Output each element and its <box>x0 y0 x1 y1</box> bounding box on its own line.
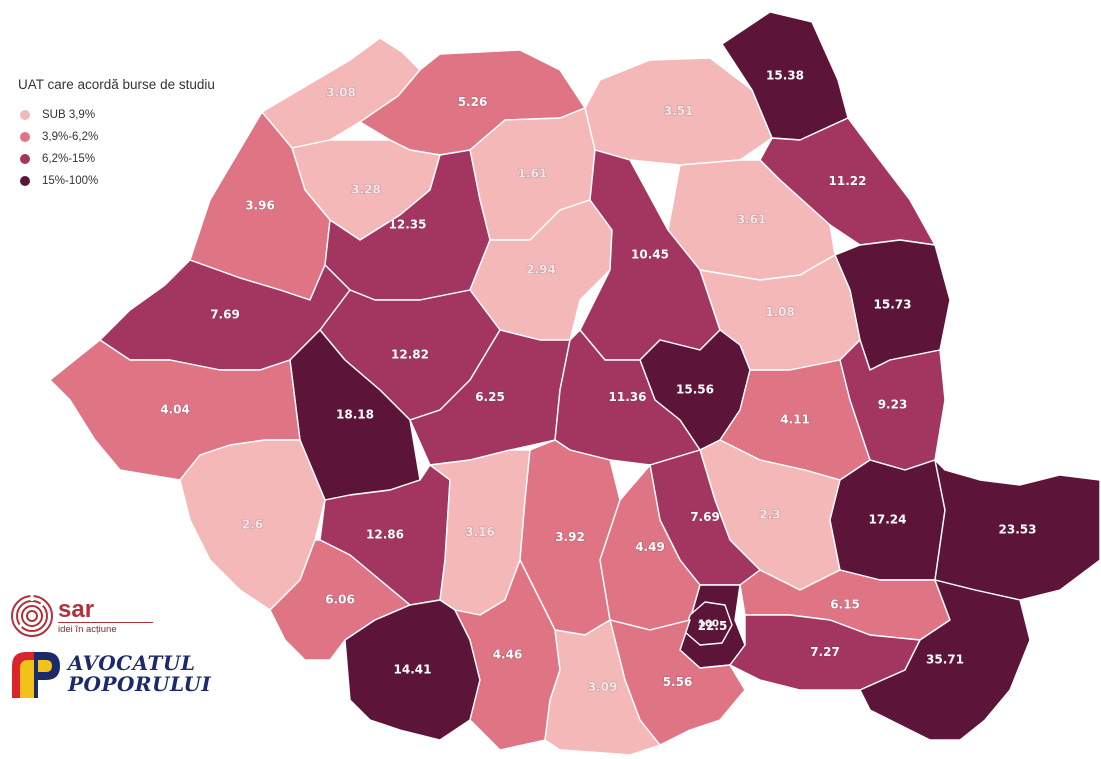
region-value-label: 18.18 <box>336 408 374 422</box>
region-value-label: 2.6 <box>242 518 263 532</box>
region-value-label: 9.23 <box>878 398 908 412</box>
legend-item-6-2-15: 6,2%-15% <box>18 148 215 170</box>
legend-swatch <box>20 110 30 120</box>
avp-logo-line1: AVOCATUL <box>68 651 196 675</box>
legend-item-15-100: 15%-100% <box>18 170 215 192</box>
region-value-label: 3.08 <box>326 86 356 100</box>
region-value-label: 35.71 <box>926 653 964 667</box>
legend-label: SUB 3,9% <box>42 109 96 121</box>
region-value-label: 17.24 <box>869 513 907 527</box>
avp-emblem-icon <box>12 652 60 698</box>
region-value-label: 4.04 <box>160 403 190 417</box>
region-value-label: 22.5 <box>698 619 728 633</box>
region-value-label: 4.11 <box>780 413 810 427</box>
region-value-label: 5.26 <box>458 95 488 109</box>
region-value-label: 3.16 <box>465 525 495 539</box>
region-value-label: 3.92 <box>555 530 585 544</box>
legend-item-sub-3-9: SUB 3,9% <box>18 104 215 126</box>
region-value-label: 12.35 <box>389 218 427 232</box>
legend-label: 15%-100% <box>42 175 99 187</box>
region-value-label: 100 <box>698 619 719 630</box>
region-value-label: 6.06 <box>325 593 355 607</box>
region-value-label: 1.61 <box>518 167 548 181</box>
avp-logo-line2: POPORULUI <box>68 672 212 696</box>
region-value-label: 7.69 <box>690 510 720 524</box>
county-olt <box>544 619 661 756</box>
county-constanta <box>859 579 1031 741</box>
region-value-label: 3.61 <box>737 213 767 227</box>
legend-swatch <box>20 154 30 164</box>
region-value-label: 3.96 <box>245 199 275 213</box>
region-value-label: 11.22 <box>829 174 867 188</box>
region-value-label: 14.41 <box>394 663 432 677</box>
region-value-label: 4.49 <box>635 540 665 554</box>
county-bucuresti <box>684 601 733 646</box>
region-value-label: 3.28 <box>351 183 381 197</box>
region-value-label: 15.38 <box>766 69 804 83</box>
legend-item-3-9-6-2: 3,9%-6,2% <box>18 126 215 148</box>
legend-label: 6,2%-15% <box>42 153 96 165</box>
legend-title: UAT care acordă burse de studiu <box>18 77 215 92</box>
region-value-label: 23.53 <box>999 523 1037 537</box>
region-value-label: 2.94 <box>526 263 556 277</box>
region-value-label: 12.82 <box>391 348 429 362</box>
region-value-label: 7.27 <box>810 645 840 659</box>
sar-maze-icon <box>11 594 53 637</box>
county-galati <box>839 339 946 471</box>
region-value-label: 12.86 <box>366 528 404 542</box>
region-value-label: 10.45 <box>631 248 669 262</box>
sar-logo-tagline: idei în acțiune <box>58 621 153 635</box>
region-value-label: 1.08 <box>765 305 795 319</box>
region-value-label: 3.51 <box>664 104 694 118</box>
sar-logo: sar idei în acțiune <box>10 594 153 638</box>
region-value-label: 7.69 <box>210 308 240 322</box>
sar-logo-name: sar <box>58 595 95 623</box>
legend-label: 3,9%-6,2% <box>42 131 99 143</box>
region-value-label: 3.09 <box>588 680 618 694</box>
region-value-label: 6.25 <box>475 390 505 404</box>
region-value-label: 15.73 <box>874 298 912 312</box>
region-value-label: 6.15 <box>830 598 860 612</box>
legend-swatch <box>20 176 30 186</box>
region-value-label: 4.46 <box>493 648 523 662</box>
legend-swatch <box>20 132 30 142</box>
map-legend: UAT care acordă burse de studiu SUB 3,9%… <box>18 77 215 192</box>
region-value-label: 2.3 <box>759 508 780 522</box>
avocatul-poporului-logo: AVOCATUL POPORULUI <box>8 648 211 700</box>
region-value-label: 5.56 <box>663 675 693 689</box>
region-value-label: 15.56 <box>676 383 714 397</box>
region-value-label: 11.36 <box>609 390 647 404</box>
